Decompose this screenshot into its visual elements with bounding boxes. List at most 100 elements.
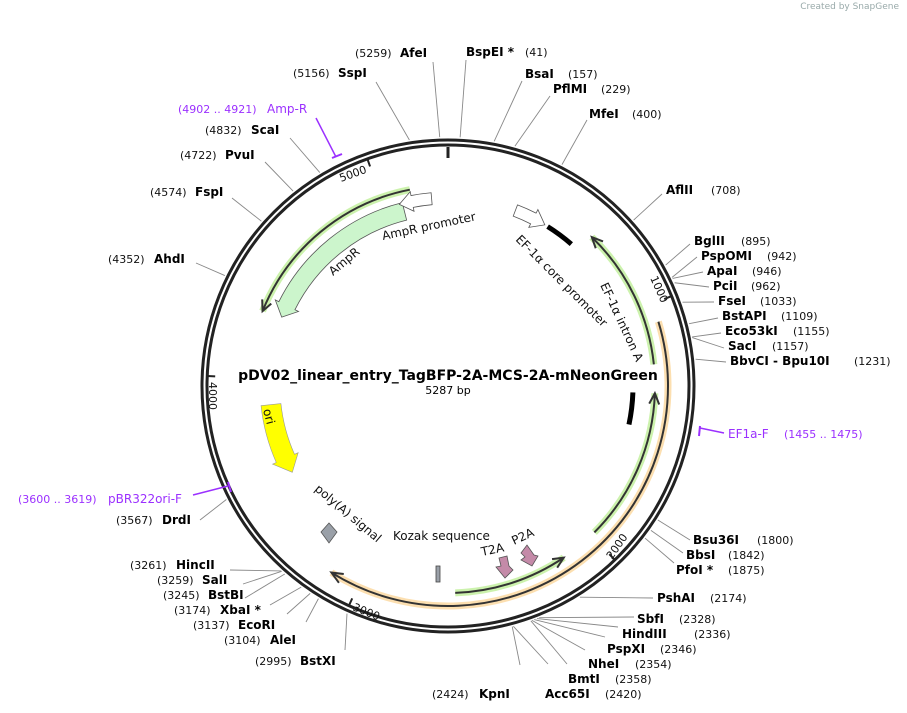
ampr-orf-arrow[interactable]	[261, 188, 411, 312]
site-drdi[interactable]: DrdI(3567)	[116, 499, 227, 527]
feature-label-ori[interactable]: ori	[260, 407, 278, 426]
site-saci[interactable]: SacI(1157)	[692, 337, 809, 353]
site-name[interactable]: PfoI *	[676, 563, 714, 577]
ef1a-core-promoter-feature[interactable]	[512, 204, 546, 228]
site-name[interactable]: AflII	[666, 183, 693, 197]
site-name[interactable]: AleI	[270, 633, 296, 647]
site-apai[interactable]: ApaI(946)	[672, 264, 782, 279]
site-name[interactable]: Acc65I	[545, 687, 590, 701]
site-fsei[interactable]: FseI(1033)	[682, 294, 797, 308]
site-sspi[interactable]: SspI(5156)	[293, 66, 410, 141]
site-name[interactable]: SacI	[728, 339, 756, 353]
site-bmti[interactable]: BmtI(2358)	[530, 620, 652, 686]
site-name[interactable]: AfeI	[400, 46, 427, 60]
site-name[interactable]: Eco53kI	[725, 324, 778, 338]
polya-signal-feature[interactable]	[320, 522, 338, 544]
site-xbai[interactable]: XbaI *(3174)	[174, 586, 302, 617]
site-name[interactable]: DrdI	[162, 513, 191, 527]
site-name[interactable]: BspEI *	[466, 45, 515, 59]
site-name[interactable]: BsaI	[525, 67, 554, 81]
site-acc65i[interactable]: Acc65I(2420)	[513, 625, 642, 701]
site-name[interactable]: HincII	[176, 558, 215, 572]
site-hincii[interactable]: HincII(3261)	[130, 558, 282, 572]
site-name[interactable]: PshAI	[657, 591, 695, 605]
site-pcii[interactable]: PciI(962)	[674, 279, 781, 293]
green-orf-arrow-1[interactable]	[591, 236, 655, 365]
site-bsu36i[interactable]: Bsu36I(1800)	[657, 519, 794, 547]
site-name[interactable]: BstAPI	[722, 309, 767, 323]
site-name[interactable]: PvuI	[225, 148, 255, 162]
site-name[interactable]: XbaI *	[220, 603, 262, 617]
site-alei[interactable]: AleI(3104)	[224, 598, 319, 647]
site-bglii[interactable]: BglII(895)	[665, 234, 771, 266]
site-name[interactable]: SbfI	[637, 612, 664, 626]
primer-name-ef1a-f[interactable]: EF1a-F	[728, 427, 769, 441]
site-name[interactable]: BstXI	[300, 654, 336, 668]
site-ahdi[interactable]: AhdI(4352)	[108, 252, 226, 276]
site-sbfi[interactable]: SbfI(2328)	[539, 612, 716, 626]
site-bstapi[interactable]: BstAPI(1109)	[688, 309, 818, 325]
site-fspi[interactable]: FspI(4574)	[150, 185, 262, 222]
site-name[interactable]: PspOMI	[701, 249, 752, 263]
ampr-promoter-feature[interactable]	[398, 190, 433, 212]
site-name[interactable]: HindIII	[622, 627, 667, 641]
primer-name-pbr322ori-f[interactable]: pBR322ori-F	[108, 492, 182, 506]
feature-label-p2a[interactable]: P2A	[509, 525, 537, 548]
orange-orf-arrow[interactable]	[330, 321, 669, 607]
site-name[interactable]: BbsI	[686, 548, 715, 562]
green-orf-arrow-2[interactable]	[593, 393, 656, 534]
site-name[interactable]: BstBI	[208, 588, 244, 602]
feature-label-polya[interactable]: poly(A) signal	[312, 482, 384, 546]
site-aflii[interactable]: AflII(708)	[633, 183, 741, 221]
site-bsai[interactable]: BsaI(157)	[493, 67, 598, 142]
ori-feature[interactable]	[260, 403, 299, 473]
site-name[interactable]: PflMI	[553, 82, 587, 96]
primer-name-amp-r[interactable]: Amp-R	[267, 102, 307, 116]
t2a-feature[interactable]	[495, 555, 514, 579]
ampr-feature[interactable]	[274, 202, 408, 318]
site-pfoi[interactable]: PfoI *(1875)	[644, 537, 765, 577]
site-sali[interactable]: SalI(3259)	[157, 570, 282, 587]
site-nhei[interactable]: NheI(2354)	[531, 620, 672, 671]
site-name[interactable]: BmtI	[568, 672, 600, 686]
site-name[interactable]: EcoRI	[238, 618, 275, 632]
site-eco53ki[interactable]: Eco53kI(1155)	[692, 324, 830, 338]
site-bbsi[interactable]: BbsI(1842)	[650, 529, 765, 562]
site-name[interactable]: KpnI	[479, 687, 510, 701]
site-name[interactable]: PciI	[713, 279, 738, 293]
site-name[interactable]: BglII	[694, 234, 725, 248]
site-name[interactable]: NheI	[588, 657, 619, 671]
site-bstbi[interactable]: BstBI(3245)	[163, 573, 286, 602]
ef1a-intron-segment-1[interactable]	[546, 224, 573, 247]
site-name[interactable]: SspI	[338, 66, 367, 80]
site-name[interactable]: ScaI	[251, 123, 279, 137]
site-name[interactable]: ApaI	[707, 264, 737, 278]
feature-label-t2a[interactable]: T2A	[479, 540, 506, 559]
site-name[interactable]: AhdI	[154, 252, 185, 266]
site-pvui[interactable]: PvuI(4722)	[180, 148, 294, 192]
site-afei[interactable]: AfeI(5259)	[355, 46, 441, 138]
site-ecori[interactable]: EcoRI(3137)	[193, 593, 311, 632]
site-name[interactable]: BbvCI - Bpu10I	[730, 354, 830, 368]
site-scai[interactable]: ScaI(4832)	[205, 123, 321, 173]
site-name[interactable]: Bsu36I	[693, 533, 739, 547]
p2a-feature[interactable]	[520, 544, 539, 567]
site-pshai[interactable]: PshAI(2174)	[579, 591, 747, 605]
site-kpni[interactable]: KpnI(2424)	[432, 626, 521, 701]
site-pspxi[interactable]: PspXI(2346)	[534, 619, 697, 656]
site-name[interactable]: PspXI	[607, 642, 645, 656]
site-pspomi[interactable]: PspOMI(942)	[671, 249, 797, 278]
site-mfei[interactable]: MfeI(400)	[561, 107, 662, 165]
ef1a-intron-segment-2[interactable]	[626, 392, 636, 425]
green-orf-arrow-3[interactable]	[455, 556, 565, 594]
site-pflmi[interactable]: PflMI(229)	[514, 82, 631, 147]
feature-label-kozak[interactable]: Kozak sequence	[393, 529, 490, 543]
site-name[interactable]: FspI	[195, 185, 223, 199]
site-bspei[interactable]: BspEI *(41)	[459, 45, 548, 138]
site-hindiii[interactable]: HindIII(2336)	[536, 618, 731, 641]
site-bbvcibpu10i[interactable]: BbvCI - Bpu10I(1231)	[695, 354, 891, 368]
site-name[interactable]: SalI	[202, 573, 227, 587]
kozak-feature[interactable]	[435, 565, 441, 583]
site-name[interactable]: FseI	[718, 294, 746, 308]
site-bstxi[interactable]: BstXI(2995)	[255, 613, 348, 668]
